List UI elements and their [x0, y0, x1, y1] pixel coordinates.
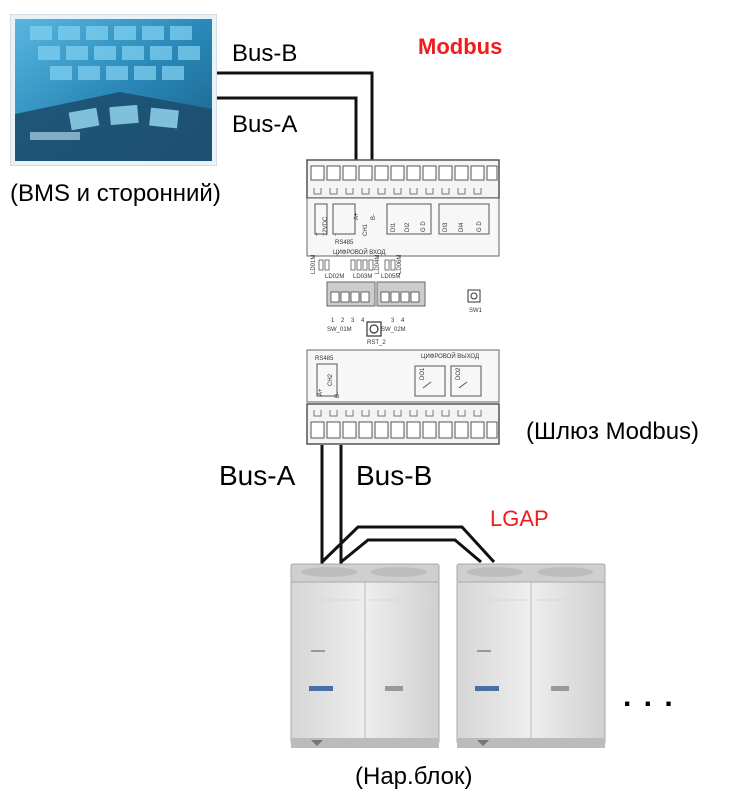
- outdoor-unit-1: [289, 560, 441, 748]
- bms-caption: (BMS и сторонний): [10, 180, 221, 207]
- terminal-label-a-plus: A+: [354, 212, 360, 220]
- terminal-label-b-minus: B-: [371, 214, 377, 220]
- outdoor-unit-2: [455, 560, 607, 748]
- sw01m-label: SW_01M: [327, 327, 352, 333]
- led-label-6: LD06M: [397, 255, 403, 274]
- modbus-gateway: + 12VDC - A+ CH1 B- DI1 DI2 G D DI3 DI4 …: [305, 158, 501, 448]
- bus-a-label-bottom: Bus-A: [219, 460, 296, 491]
- dip-num-3: 3: [351, 318, 355, 324]
- ellipsis: . . .: [623, 680, 675, 713]
- led-label-1: LD01M: [311, 255, 317, 274]
- led-label-4: LD04M: [375, 255, 381, 274]
- bus-a-label-top: Bus-A: [232, 111, 298, 138]
- bms-image: [9, 13, 218, 167]
- digital-out-label: ЦИФРОВОЙ ВЫХОД: [421, 352, 479, 360]
- terminal-label-gd2: G D: [477, 221, 483, 232]
- terminal-label-plus: +: [315, 232, 321, 236]
- dip-num-2-3: 3: [391, 318, 395, 324]
- rs485-top-label: RS485: [335, 240, 354, 246]
- dip-num-4: 4: [361, 318, 365, 324]
- do1-label: DO1: [420, 367, 426, 380]
- gateway-caption: (Шлюз Modbus): [526, 418, 700, 445]
- terminal-label-ch1: CH1: [363, 223, 369, 236]
- terminal-label-minus: -: [333, 234, 339, 236]
- terminal-label-power: 12VDC: [323, 216, 329, 236]
- modbus-label: Modbus: [418, 34, 503, 59]
- sw02m-label: SW_02M: [381, 327, 406, 333]
- terminal-label-di1: DI1: [391, 222, 397, 232]
- rs485-bottom-label: RS485: [315, 356, 334, 362]
- bus-b-label-bottom: Bus-B: [356, 460, 433, 491]
- sw1-label: SW1: [469, 308, 483, 314]
- dip-num-2-4: 4: [401, 318, 405, 324]
- led-label-2: LD02M: [325, 274, 344, 280]
- terminal-label-gd1: G D: [421, 221, 427, 232]
- terminal-label-di2: DI2: [405, 222, 411, 232]
- terminal-label-di4: DI4: [459, 222, 465, 232]
- outdoor-caption: (Нар.блок): [355, 763, 473, 790]
- a-plus-bottom-label: A+: [318, 388, 324, 396]
- do2-label: DO2: [456, 367, 462, 380]
- led-label-3: LD03M: [353, 274, 372, 280]
- bus-b-label-top: Bus-B: [232, 40, 298, 67]
- dip-num-2: 2: [341, 318, 345, 324]
- b-minus-bottom-label: B-: [335, 392, 341, 398]
- lgap-label: LGAP: [490, 506, 549, 531]
- rst-label: RST_2: [367, 340, 386, 346]
- terminal-label-di3: DI3: [443, 222, 449, 232]
- digital-in-label: ЦИФРОВОЙ ВХОД: [333, 248, 385, 256]
- led-label-5: LD05M: [381, 274, 400, 280]
- dip-num-1: 1: [331, 318, 335, 324]
- ch2-label: CH2: [328, 373, 334, 386]
